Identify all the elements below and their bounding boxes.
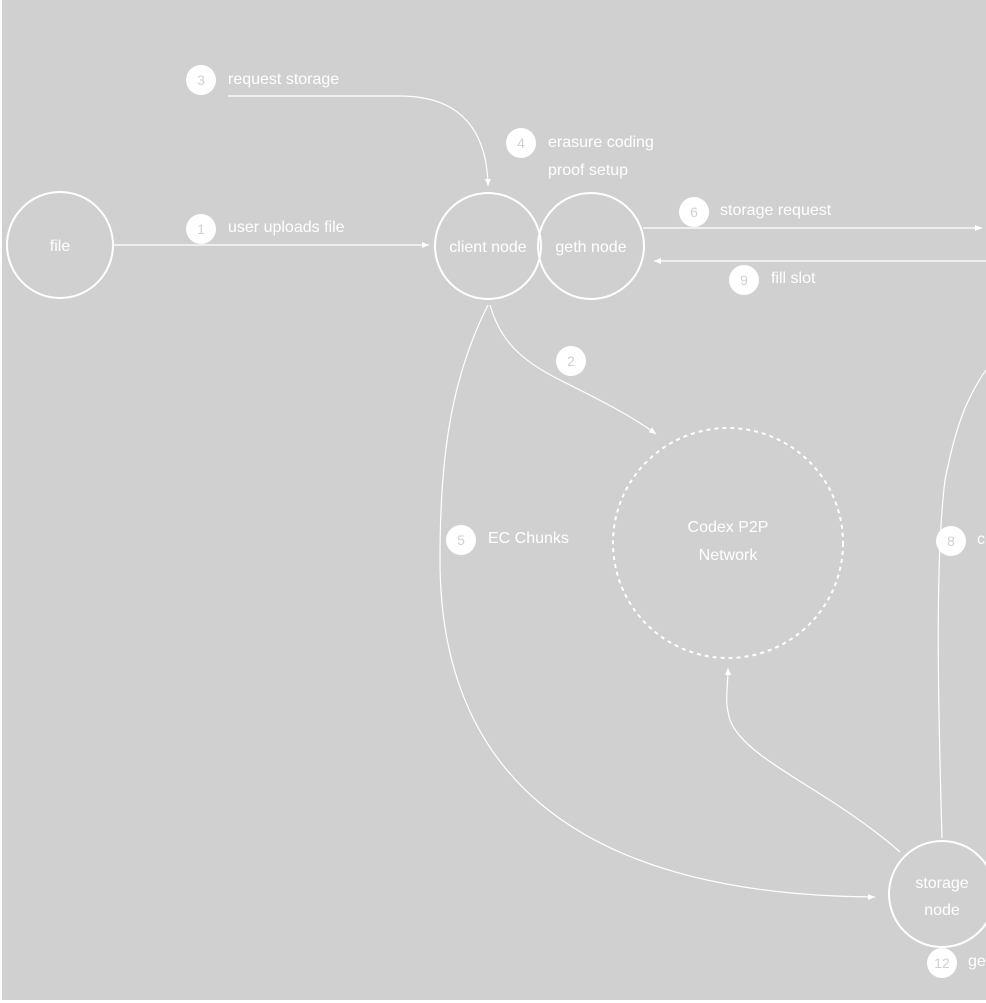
step-3-number: 3 (197, 72, 205, 88)
step-1-label: user uploads file (228, 219, 345, 236)
step-9-number: 9 (740, 272, 748, 288)
file-node: file (6, 191, 114, 299)
step-8-number: 8 (947, 533, 955, 549)
step-badge (186, 214, 216, 244)
network-label-line2: Network (699, 547, 759, 564)
step-badge (927, 948, 957, 978)
client-node: client node (434, 192, 542, 300)
step-5-label: EC Chunks (488, 530, 569, 547)
codex-p2p-network: Codex P2P Network (612, 427, 844, 659)
step-badge (446, 525, 476, 555)
file-node-label: file (50, 238, 71, 255)
step-badge (556, 346, 586, 376)
storage-node: storage node (888, 840, 986, 948)
step-1: 1 user uploads file (186, 214, 345, 244)
geth-node: geth node (537, 192, 645, 300)
step-6-number: 6 (690, 204, 698, 220)
storage-node-label-line2: node (924, 902, 960, 919)
network-label-line1: Codex P2P (688, 519, 769, 536)
step-6-label: storage request (720, 202, 832, 219)
step-badge (186, 65, 216, 95)
step-1-number: 1 (197, 221, 205, 237)
step-5: 5 EC Chunks (446, 525, 569, 555)
step-5-number: 5 (457, 532, 465, 548)
step-12: 12 ge (927, 948, 986, 978)
step-4: 4 erasure coding proof setup (506, 128, 654, 179)
step-2-number: 2 (567, 353, 575, 369)
step-12-label: ge (968, 953, 986, 970)
step-3-label: request storage (228, 71, 339, 88)
storage-node-label-line1: storage (915, 875, 968, 892)
step-badge (679, 197, 709, 227)
step-badge (506, 128, 536, 158)
step-8: 8 c (936, 526, 985, 556)
step-8-label: c (977, 531, 985, 548)
edge-storage-to-network (724, 667, 901, 853)
step-badge (936, 526, 966, 556)
step-4-label-line2: proof setup (548, 162, 628, 179)
step-4-number: 4 (517, 135, 525, 151)
step-3: 3 request storage (186, 65, 339, 95)
step-9-label: fill slot (771, 270, 816, 287)
geth-node-label: geth node (555, 239, 626, 256)
step-12-number: 12 (934, 955, 950, 971)
edge-step-8 (937, 369, 986, 839)
step-9: 9 fill slot (729, 265, 816, 295)
step-6: 6 storage request (679, 197, 832, 227)
edge-client-to-storage-ec-chunks (439, 304, 876, 900)
client-node-label: client node (449, 239, 526, 256)
step-2: 2 (556, 346, 586, 376)
edge-client-to-network (489, 304, 657, 435)
step-4-label: erasure coding (548, 134, 654, 151)
edge-request-storage (228, 95, 491, 187)
step-badge (729, 265, 759, 295)
